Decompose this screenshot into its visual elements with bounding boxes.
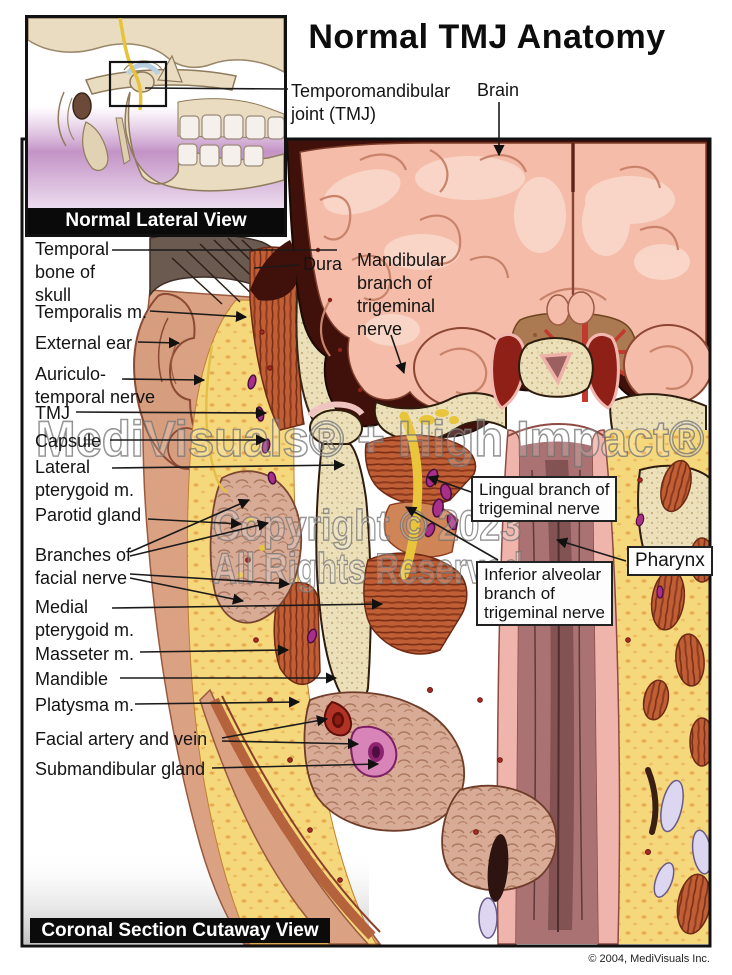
label-dura: Dura xyxy=(303,254,343,274)
label-mandibular-branch: Mandibular branch of trigeminal nerve xyxy=(357,250,447,339)
label-external-ear: External ear xyxy=(35,333,133,353)
label-mandible: Mandible xyxy=(35,669,109,689)
nerve-line xyxy=(118,18,143,111)
lateral-view-inset: Normal Lateral View xyxy=(25,15,287,237)
tmj-focus-rectangle xyxy=(108,60,168,108)
label-auriculotemporal-nerve: Auriculo- temporal nerve xyxy=(35,364,156,407)
small-vessel-dots xyxy=(245,329,652,883)
page-title: Normal TMJ Anatomy xyxy=(308,18,666,56)
copyright-text: © 2004, MediVisuals Inc. xyxy=(588,953,710,965)
inset-illustration xyxy=(28,18,284,208)
facial-artery xyxy=(323,700,352,737)
label-submandibular-gland: Submandibular gland xyxy=(35,759,206,779)
label-medial-pterygoid: Medial pterygoid m. xyxy=(35,597,135,640)
label-temporal-bone: Temporal bone of skull xyxy=(35,239,110,305)
inset-caption: Normal Lateral View xyxy=(28,208,284,234)
label-platysma: Platysma m. xyxy=(35,695,135,715)
label-parotid-gland: Parotid gland xyxy=(35,505,142,525)
label-facial-nerve-branches: Branches of facial nerve xyxy=(35,545,132,588)
auriculotemporal-nerve xyxy=(205,344,229,494)
label-lateral-pterygoid: Lateral pterygoid m. xyxy=(35,457,135,500)
label-masseter: Masseter m. xyxy=(35,644,135,664)
label-inferior-alveolar: Inferior alveolar branch of trigeminal n… xyxy=(476,561,613,626)
label-brain: Brain xyxy=(477,80,520,100)
label-lingual-branch: Lingual branch of trigeminal nerve xyxy=(471,476,618,522)
label-tmj: TMJ xyxy=(35,403,70,423)
label-temporalis: Temporalis m. xyxy=(35,302,148,322)
label-temporomandibular-joint: Temporomandibular joint (TMJ) xyxy=(291,81,451,124)
tmj-and-mandible xyxy=(307,401,372,704)
label-facial-artery-vein: Facial artery and vein xyxy=(35,729,208,749)
bottom-caption: Coronal Section Cutaway View xyxy=(30,918,330,943)
label-capsule: Capsule xyxy=(35,431,102,451)
label-pharynx: Pharynx xyxy=(627,546,713,576)
svg-text:MediVisuals® + High Impact®: MediVisuals® + High Impact® xyxy=(36,411,704,467)
